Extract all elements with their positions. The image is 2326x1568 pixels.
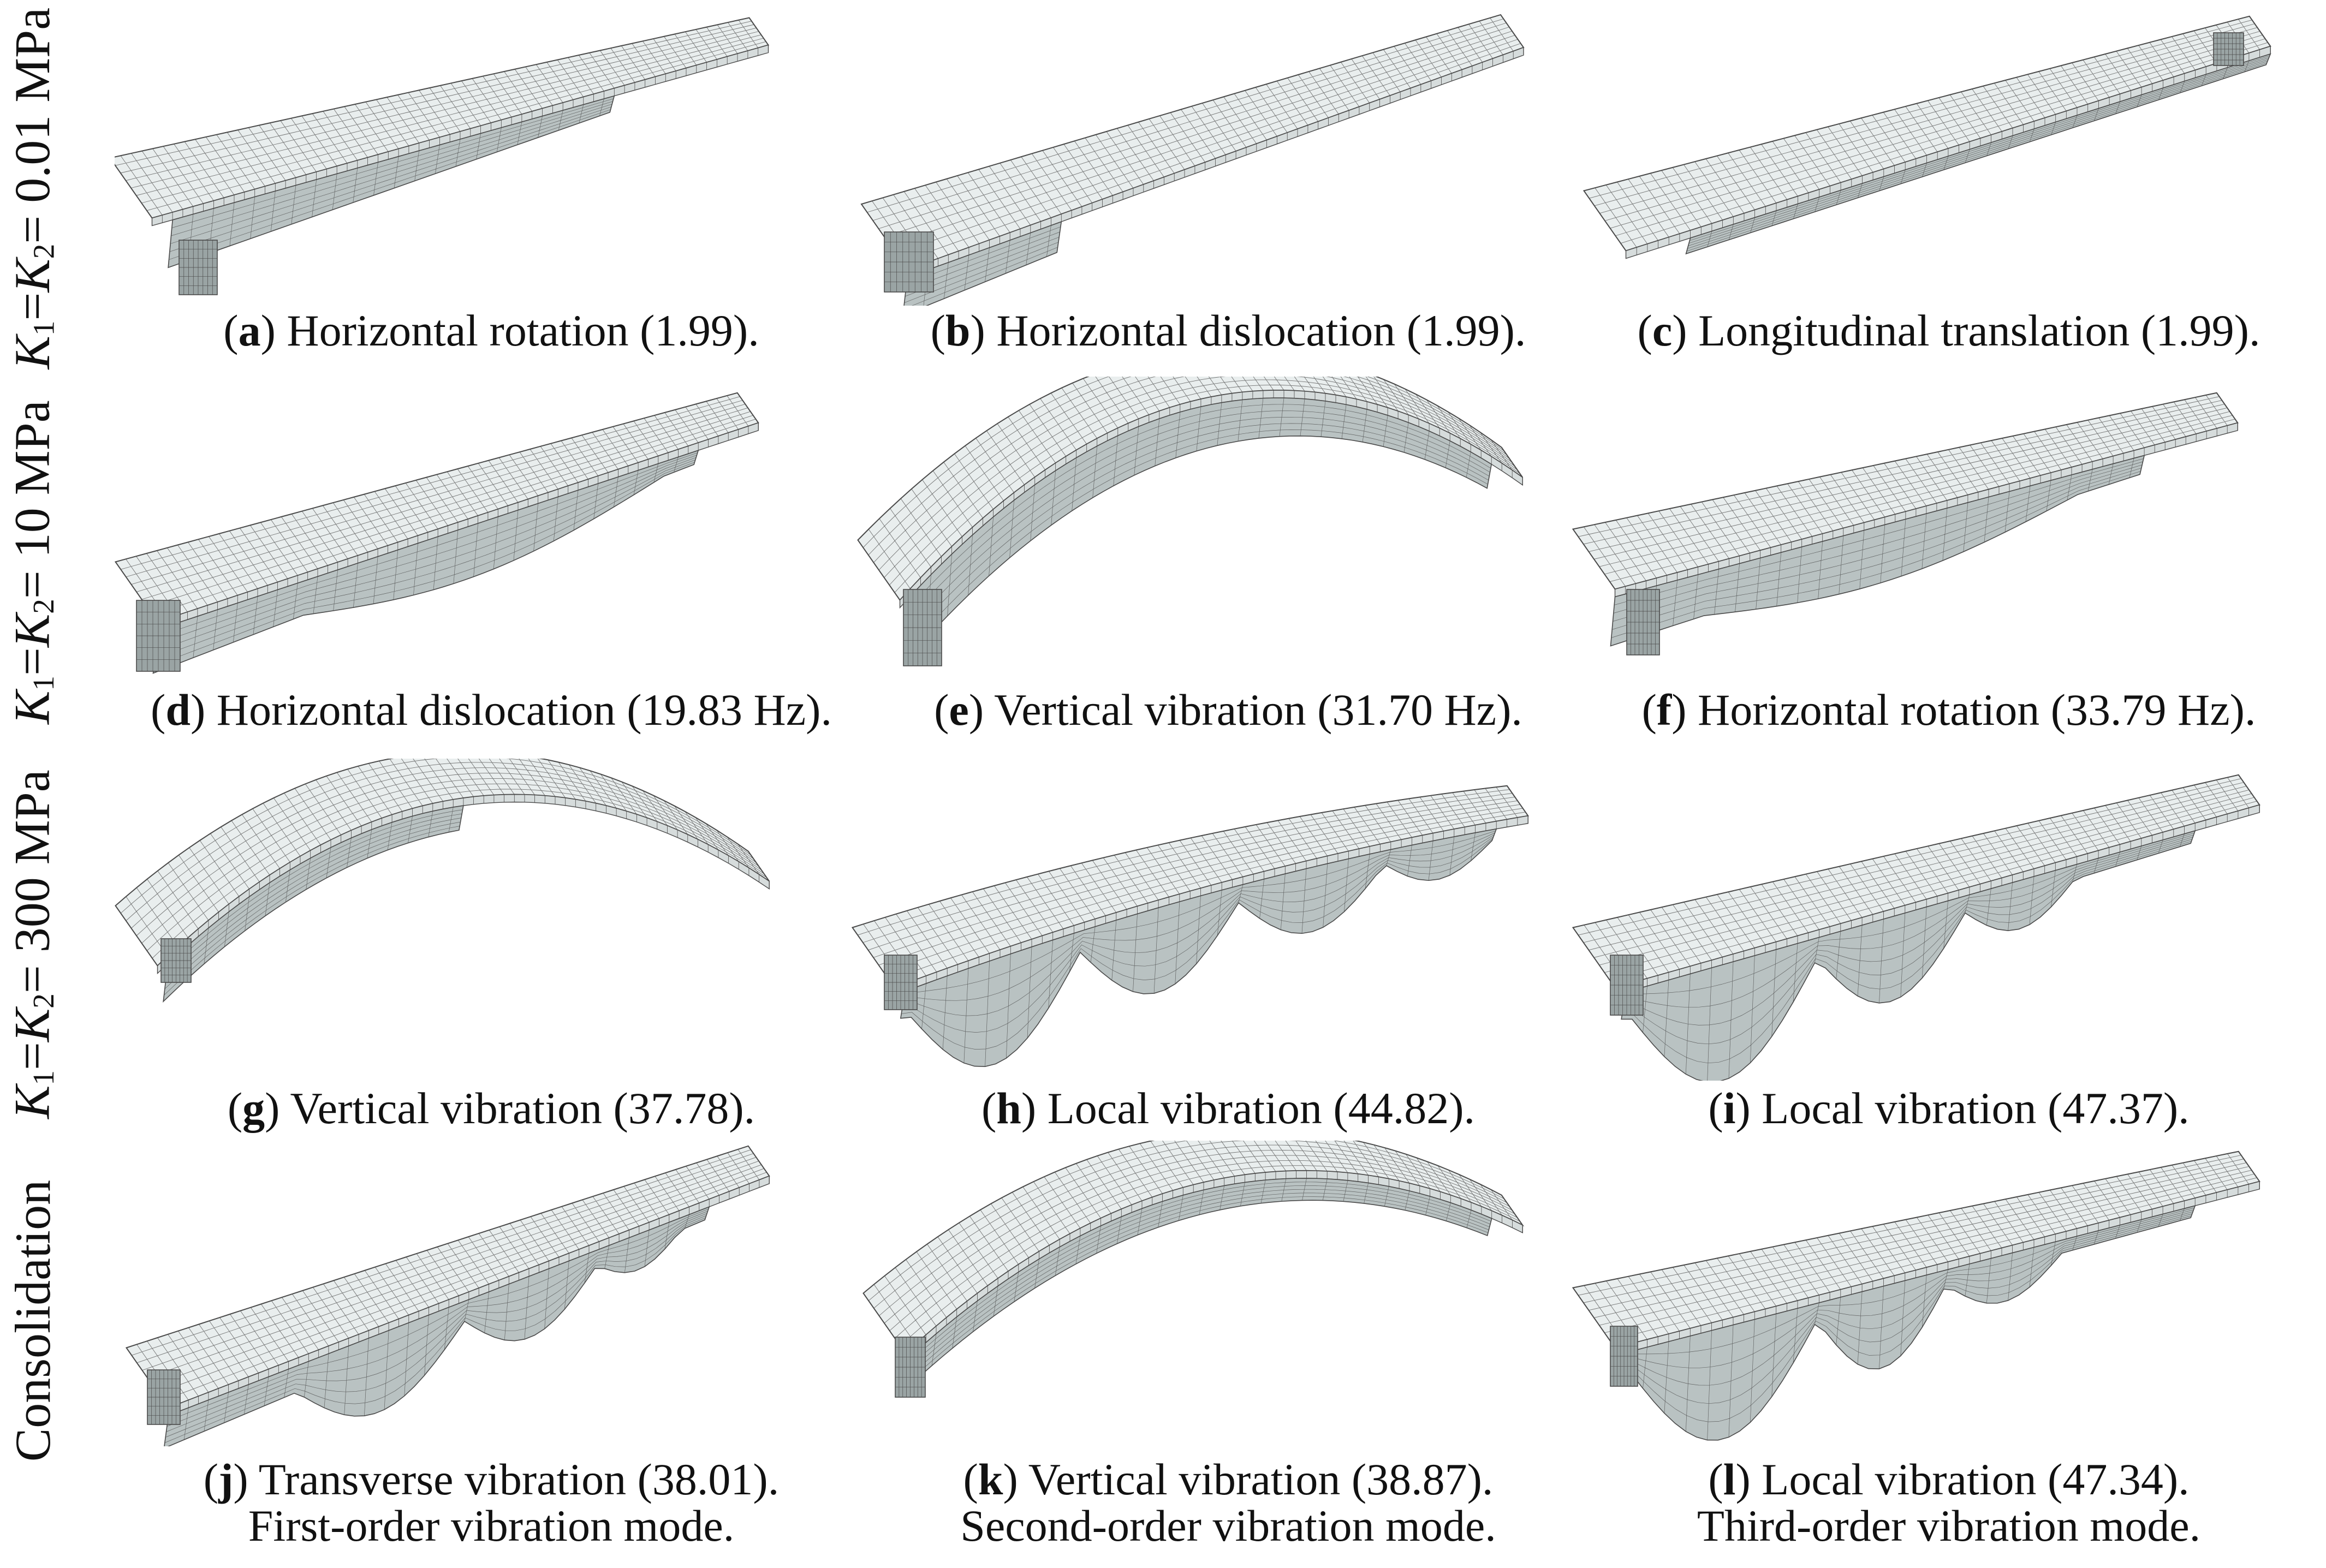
web-mesh (163, 805, 464, 1003)
web-mesh (903, 221, 1062, 306)
deck-mesh (1572, 1150, 2260, 1356)
column-title-third-order: Third-order vibration mode. (1697, 1501, 2201, 1551)
bridge-mesh-figure-l (1572, 1150, 2260, 1441)
end-block (2213, 32, 2244, 66)
end-block (179, 240, 218, 295)
panel-h: (h) Local vibration (44.82). (852, 759, 1605, 1135)
bridge-mesh-figure-k (862, 1141, 1525, 1398)
caption-e: (e) Vertical vibration (31.70 Hz). (934, 685, 1522, 735)
web-mesh (1685, 53, 2271, 255)
deck-mesh (115, 759, 770, 975)
caption-d: (d) Horizontal dislocation (19.83 Hz). (151, 685, 832, 735)
panel-k: (k) Vertical vibration (38.87). (852, 1141, 1605, 1504)
bridge-mesh-figure-h (852, 785, 1529, 1068)
row-label-k-300: K1 = K2 = 300 MPa (4, 770, 61, 1119)
bridge-mesh-figure-e (857, 377, 1524, 666)
column-title-second-order: Second-order vibration mode. (960, 1501, 1496, 1551)
web-mesh (1610, 455, 2145, 647)
bridge-mesh-figure-d (115, 392, 759, 674)
caption-g: (g) Vertical vibration (37.78). (227, 1083, 755, 1133)
panel-d: (d) Horizontal dislocation (19.83 Hz). (115, 377, 868, 737)
end-block (1610, 955, 1644, 1016)
deck-mesh (125, 1145, 770, 1416)
bridge-mesh-figure-b (860, 14, 1525, 306)
panel-g: (g) Vertical vibration (37.78). (115, 759, 868, 1135)
panel-e: (e) Vertical vibration (31.70 Hz). (852, 377, 1605, 737)
panel-l: (l) Local vibration (47.34). (1572, 1141, 2325, 1504)
panel-i: (i) Local vibration (47.37). (1572, 759, 2325, 1135)
bridge-mesh-figure-i (1572, 774, 2260, 1081)
deck-mesh (862, 1141, 1525, 1362)
bridge-mesh-figure-j (125, 1145, 770, 1446)
caption-k: (k) Vertical vibration (38.87). (963, 1454, 1494, 1504)
column-title-first-order: First-order vibration mode. (248, 1501, 735, 1551)
end-block (160, 938, 192, 983)
bridge-mesh-figure-f (1572, 392, 2239, 655)
row-label-k-0-01: K1 = K2 = 0.01 MPa (4, 7, 61, 369)
row-label-consolidation: Consolidation (5, 1179, 61, 1462)
panel-b: (b) Horizontal dislocation (1.99). (852, 11, 1605, 360)
deck-mesh (860, 14, 1525, 278)
end-block (884, 955, 918, 1010)
panel-f: (f) Horizontal rotation (33.79 Hz). (1572, 377, 2325, 737)
caption-a: (a) Horizontal rotation (1.99). (223, 306, 759, 355)
deck-mesh (1572, 774, 2260, 996)
web-mesh (168, 95, 615, 269)
row-label-k-10: K1 = K2 = 10 MPa (4, 400, 61, 724)
deck-mesh (1583, 15, 2271, 259)
caption-l: (l) Local vibration (47.34). (1708, 1454, 2190, 1504)
web-mesh (1621, 1205, 2196, 1441)
caption-c: (c) Longitudinal translation (1.99). (1637, 306, 2260, 355)
deck-mesh (115, 392, 759, 630)
bridge-mesh-figure-g (115, 759, 770, 1003)
bridge-mesh-figure-c (1583, 15, 2271, 259)
panel-a: (a) Horizontal rotation (1.99). (115, 11, 868, 360)
end-block (136, 600, 181, 672)
deck-mesh (115, 17, 770, 226)
caption-i: (i) Local vibration (47.37). (1708, 1083, 2190, 1133)
end-block (895, 1337, 926, 1398)
end-block (884, 231, 934, 293)
caption-j: (j) Transverse vibration (38.01). (203, 1454, 780, 1504)
caption-f: (f) Horizontal rotation (33.79 Hz). (1641, 685, 2256, 735)
end-block (147, 1369, 181, 1425)
caption-h: (h) Local vibration (44.82). (981, 1083, 1476, 1133)
end-block (903, 589, 942, 666)
web-mesh (164, 1206, 710, 1446)
panel-c: (c) Longitudinal translation (1.99). (1572, 11, 2325, 360)
end-block (1626, 589, 1660, 655)
web-mesh (1621, 830, 2196, 1081)
panel-j: (j) Transverse vibration (38.01). (115, 1141, 868, 1504)
end-block (1610, 1326, 1638, 1387)
caption-b: (b) Horizontal dislocation (1.99). (930, 306, 1526, 355)
bridge-mesh-figure-a (115, 17, 770, 295)
